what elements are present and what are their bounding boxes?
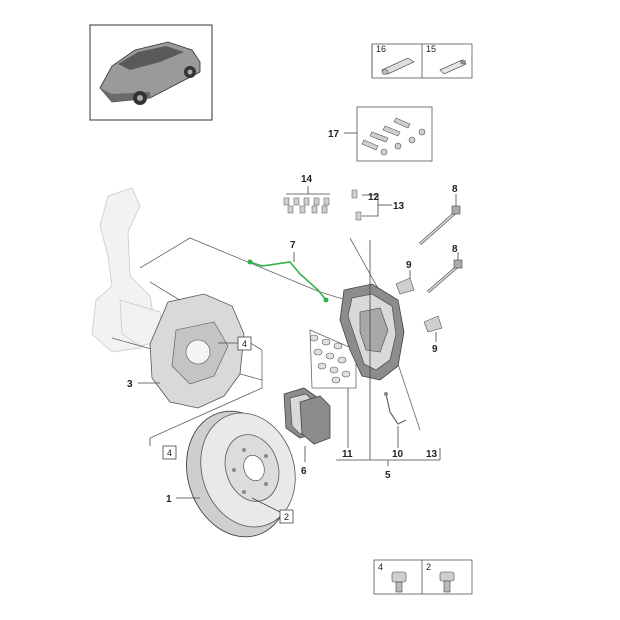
dust-shield-3: 3: [127, 293, 245, 409]
brake-disc-1: 1: [166, 410, 296, 538]
brake-pads-6: 6: [283, 387, 331, 477]
paste-tube-icon: [439, 59, 467, 75]
callout-box-4-lower: 4: [149, 438, 177, 460]
flange-bolt-icon: [391, 571, 407, 593]
callout-box-4-upper: 4: [218, 336, 252, 351]
bleed-screw-12: 12 13: [351, 189, 405, 221]
callout-8-upper: 8: [452, 184, 458, 195]
callout-10: 10: [392, 449, 404, 460]
callout-3: 3: [127, 379, 133, 390]
bolt-set-17: 17: [328, 106, 433, 162]
caliper-bolt-8-lower: 8: [427, 244, 463, 294]
callout-1: 1: [166, 494, 172, 505]
callout-8-lower: 8: [452, 244, 458, 255]
callout-box-2: 2: [251, 497, 294, 524]
grease-tube-icon: [381, 57, 415, 75]
inset-label-2: 2: [426, 562, 431, 572]
callout-14: 14: [301, 174, 313, 185]
inset-label-4: 4: [378, 562, 383, 572]
callout-12: 12: [368, 192, 380, 203]
clip-9-upper: 9: [395, 260, 415, 295]
inset-label-15: 15: [426, 44, 436, 54]
pin-set-14: 14: [283, 174, 330, 214]
pad-hardware-set: [309, 334, 351, 384]
callout-2: 2: [284, 512, 289, 522]
top-inset-box: 16 15: [371, 43, 473, 79]
sensor-lead-10: [384, 392, 407, 425]
callout-9-upper: 9: [406, 260, 412, 271]
callout-9-lower: 9: [432, 344, 438, 355]
inset-label-16: 16: [376, 44, 386, 54]
wheel-carrier-ghost: [91, 187, 167, 353]
car-icon: [99, 41, 201, 105]
callout-6: 6: [301, 466, 307, 477]
bolt-icon: [361, 117, 426, 156]
caliper-bolt-8-upper: 8: [419, 184, 461, 246]
callout-5: 5: [385, 470, 391, 481]
callout-7: 7: [290, 240, 296, 251]
screw-icon: [439, 571, 455, 593]
callout-13-bottom: 13: [426, 449, 438, 460]
summary-bracket: 11 10 13 5: [336, 240, 441, 481]
vehicle-thumbnail: [89, 24, 213, 121]
callout-17: 17: [328, 129, 340, 140]
callout-11: 11: [342, 449, 353, 460]
callout-13-top: 13: [393, 201, 405, 212]
clip-9-lower: 9: [423, 315, 443, 355]
wear-sensor-7: 7: [247, 240, 329, 303]
brake-caliper: [339, 283, 405, 381]
callout-4-lower: 4: [167, 448, 172, 458]
bottom-inset-box: 4 2: [373, 559, 473, 595]
callout-4-upper: 4: [242, 339, 247, 349]
